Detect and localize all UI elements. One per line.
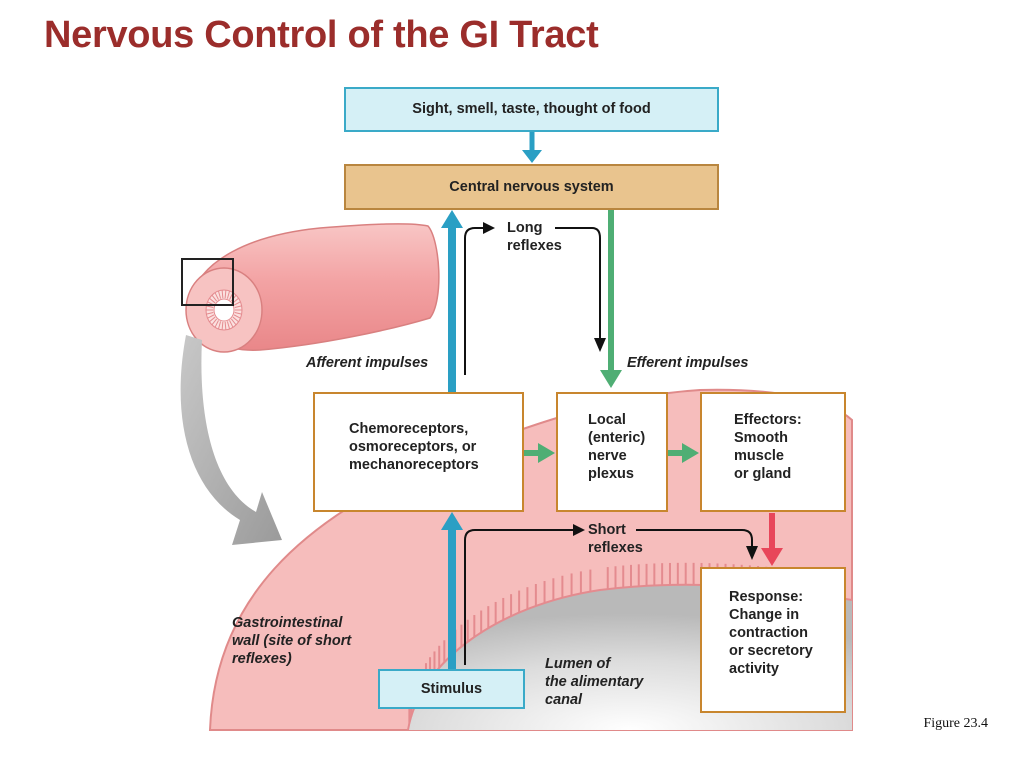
tube-ray-mark [230, 318, 237, 326]
gi-tube-illustration [181, 223, 440, 353]
receptors-text: Chemoreceptors, osmoreceptors, or mechan… [349, 421, 479, 473]
enteric-plexus-text: Local (enteric) nerve plexus [588, 412, 646, 482]
stimulus-text: Stimulus [420, 681, 483, 697]
tube-ray-mark [229, 320, 234, 328]
tube-ray-mark [209, 297, 216, 304]
gi-wall-label: Gastrointestinal wall (site of short ref… [232, 615, 352, 667]
cns-box: Central nervous system [344, 164, 719, 210]
tube-ray-mark [211, 294, 218, 302]
tube-ray-mark [221, 321, 224, 330]
response-text: Change in contraction or secretory activ… [729, 607, 813, 677]
response-heading: Response: [729, 589, 804, 605]
lumen-label: Lumen of the alimentary canal [545, 656, 644, 708]
response-box: Response: Change in contraction or secre… [700, 567, 846, 713]
tube-ray-mark [206, 312, 214, 315]
sensory-input-text: Sight, smell, taste, thought of food [412, 101, 651, 117]
long-reflexes-label: Long reflexes [507, 220, 562, 254]
short-reflex-arrowhead-right [573, 524, 585, 536]
response-arrow [761, 513, 783, 566]
tube-ray-mark [214, 320, 219, 328]
tube-ray-mark [233, 314, 241, 319]
page-title: Nervous Control of the GI Tract [44, 14, 599, 56]
short-reflex-arrowhead-down [746, 546, 758, 560]
tube-ray-mark [217, 321, 222, 330]
tube-ray-mark [232, 316, 239, 323]
long-reflex-arrow [464, 227, 601, 375]
figure-label: Figure 23.4 [923, 716, 988, 731]
stimulus-box: Stimulus [378, 669, 525, 709]
long-reflex-arrowhead-down [594, 338, 606, 352]
efferent-impulses-label: Efferent impulses [627, 355, 749, 371]
tube-ray-mark [206, 305, 214, 308]
short-reflex-arrow [464, 529, 753, 665]
afferent-impulses-label: Afferent impulses [306, 355, 429, 371]
afferent-arrows [441, 130, 542, 670]
tube-ray-mark [226, 290, 231, 299]
sensory-input-box: Sight, smell, taste, thought of food [344, 87, 719, 132]
zoom-arrow [180, 335, 282, 545]
tube-ray-mark [224, 290, 227, 299]
tube-ray-mark [214, 292, 219, 300]
tube-ray-mark [226, 321, 231, 330]
tube-ray-mark [234, 312, 242, 315]
tube-ray-mark [211, 318, 218, 326]
tube-ray-mark [207, 314, 215, 319]
effectors-box: Effectors: Smooth muscle or gland [700, 392, 846, 512]
tube-ray-mark [233, 301, 241, 306]
tube-ray-mark [217, 290, 222, 299]
tube-ray-mark [209, 316, 216, 323]
efferent-arrows [524, 210, 699, 463]
effectors-text: Smooth muscle or gland [734, 430, 792, 482]
effectors-heading: Effectors: [734, 412, 802, 428]
receptors-box: Chemoreceptors, osmoreceptors, or mechan… [313, 392, 524, 512]
tube-ray-mark [224, 321, 227, 330]
long-reflex-arrowhead [483, 222, 495, 234]
cns-text: Central nervous system [449, 179, 614, 195]
enteric-plexus-box: Local (enteric) nerve plexus [556, 392, 668, 512]
tube-ray-mark [234, 305, 242, 308]
short-reflexes-label: Short reflexes [588, 522, 643, 556]
tube-ray-mark [221, 290, 224, 299]
zoom-box [181, 258, 234, 306]
